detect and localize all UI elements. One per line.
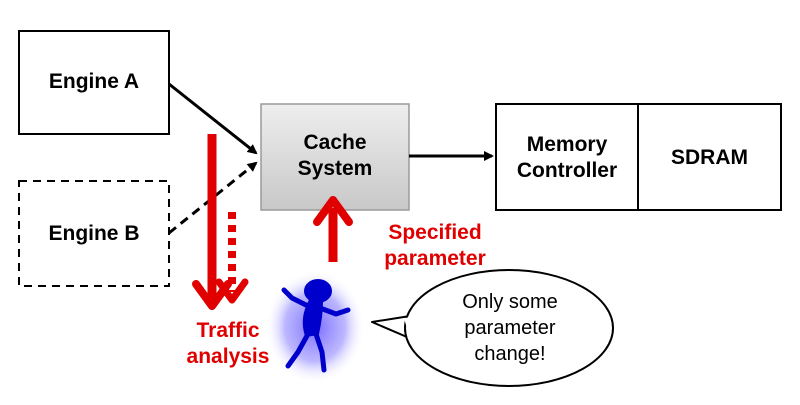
engine-b-arrow [168, 161, 258, 235]
engine-a-label: Engine A [48, 70, 140, 93]
memory-label-line2: Controller [516, 159, 618, 182]
bubble-line2: parameter [464, 317, 556, 339]
engine-b-label: Engine B [48, 222, 140, 245]
cache-label-line2: System [297, 157, 373, 180]
speech-bubble-icon [371, 269, 614, 387]
memory-controller-label: Memory Controller [496, 132, 638, 184]
bubble-line1: Only some [462, 291, 558, 313]
specified-label-line2: parameter [384, 247, 486, 270]
traffic-label-line2: analysis [186, 345, 270, 368]
specified-parameter-label: Specified parameter [370, 220, 500, 272]
memory-label-line1: Memory [526, 133, 608, 156]
sdram-label: SDRAM [671, 146, 748, 169]
traffic-analysis-dotted-arrow [215, 212, 249, 304]
engine-a-arrow [168, 82, 258, 155]
cache-label-line1: Cache [303, 131, 367, 154]
specified-parameter-arrow [313, 196, 353, 262]
engine-a-box [18, 30, 170, 135]
bubble-line3: change! [474, 343, 546, 365]
traffic-label-line1: Traffic [196, 319, 260, 342]
traffic-analysis-label: Traffic analysis [176, 318, 280, 370]
specified-label-line1: Specified [388, 221, 482, 244]
cache-system-label: Cache System [261, 130, 409, 182]
speech-bubble-text: Only some parameter change! [430, 289, 590, 367]
traffic-analysis-arrow [192, 134, 232, 310]
attacker-figure-icon [265, 270, 365, 384]
engine-b-box [18, 180, 170, 287]
